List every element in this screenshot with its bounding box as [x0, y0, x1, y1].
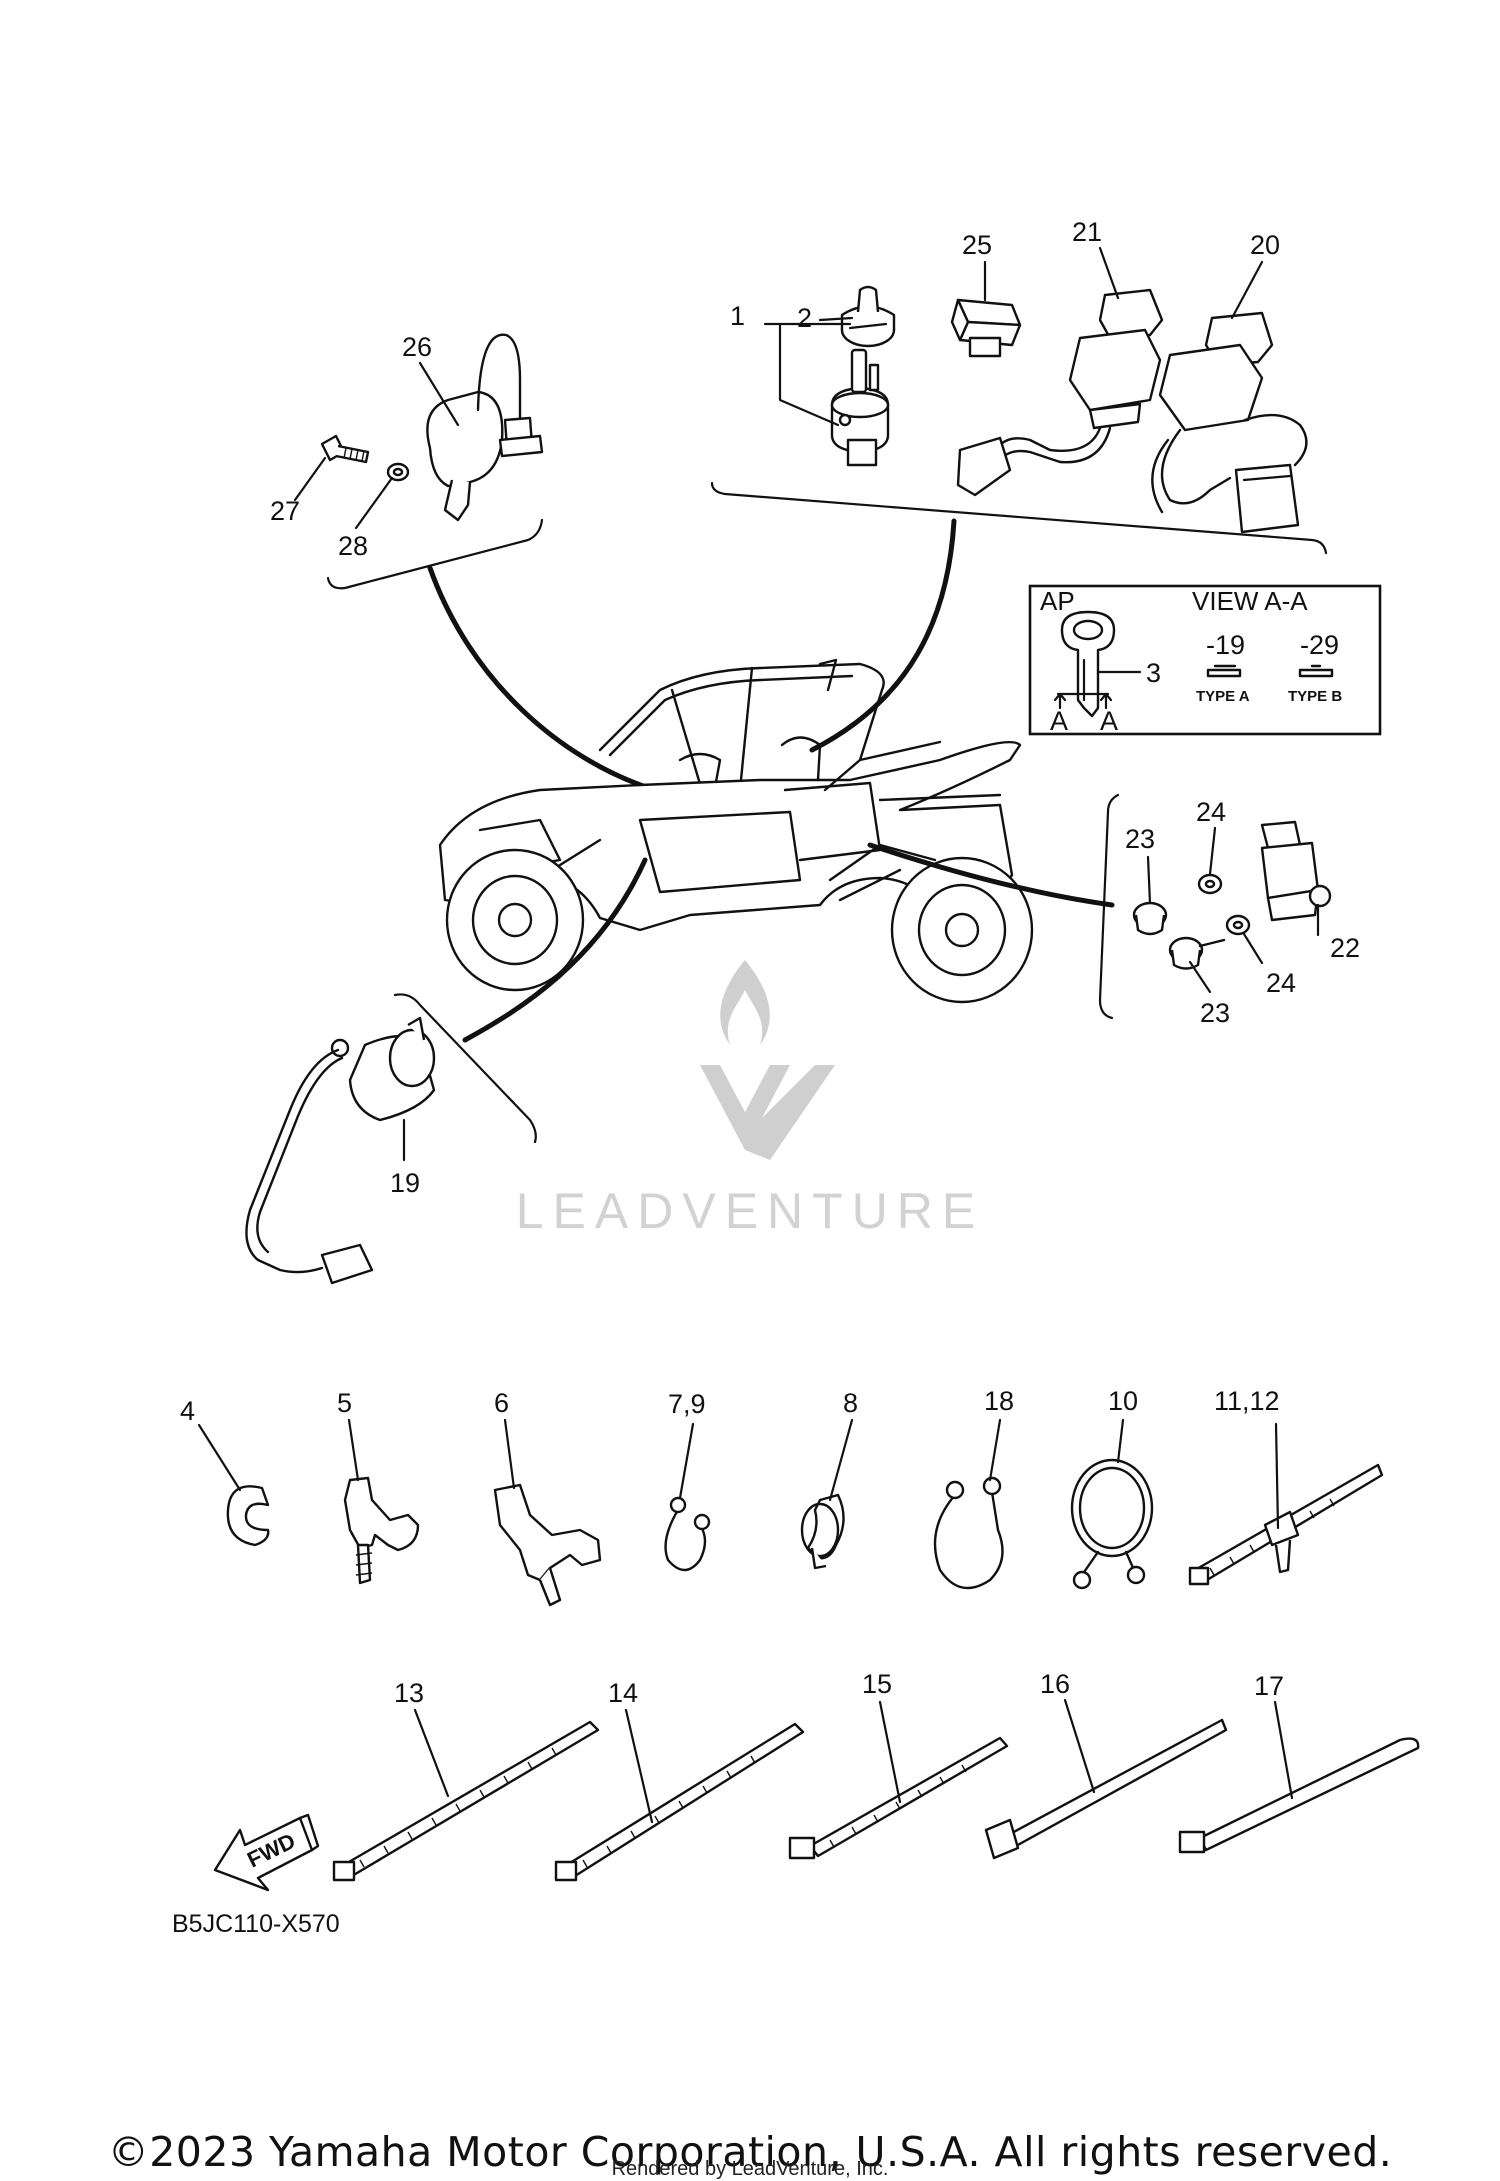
sensor-group-bracket	[1098, 793, 1120, 1020]
main-switch-part	[830, 348, 890, 467]
tie-16-part	[984, 1698, 1228, 1860]
callout-27: 27	[270, 496, 300, 526]
clip-18-part	[933, 1418, 1004, 1590]
bolt-part-23a	[1132, 901, 1168, 936]
washer-part-28	[386, 462, 410, 482]
callout-23a: 23	[1125, 824, 1155, 854]
bolt-part-27	[320, 434, 370, 464]
view-a-a-title: VIEW A-A	[1192, 586, 1308, 616]
callout-19: 19	[390, 1168, 420, 1198]
tie-15-part	[788, 1700, 1009, 1860]
callout-21: 21	[1072, 217, 1102, 247]
callout-24a: 24	[1196, 797, 1226, 827]
callout-7-9: 7,9	[668, 1389, 706, 1419]
top-leaders	[763, 246, 1264, 427]
copyright-notice: ©2023 Yamaha Motor Corporation, U.S.A. A…	[107, 2128, 1393, 2176]
clip-10-part	[1070, 1418, 1154, 1590]
type-b-label: TYPE B	[1288, 688, 1342, 705]
rendered-by-notice: Rendered by LeadVenture, Inc.	[611, 2158, 889, 2180]
tie-14-part	[554, 1708, 805, 1882]
socket-group-bracket	[393, 993, 537, 1144]
view-a-a-box	[1028, 584, 1382, 736]
tie-11-12-part	[1188, 1422, 1384, 1586]
callout-25: 25	[962, 230, 992, 260]
watermark-text: LEADVENTURE	[516, 1183, 985, 1239]
horn-leaders	[293, 361, 460, 530]
callout-15: 15	[862, 1669, 892, 1699]
callout-28: 28	[338, 531, 368, 561]
type-a-code: -19	[1206, 630, 1245, 660]
top-group-bracket	[710, 481, 1328, 753]
callout-16: 16	[1040, 1669, 1070, 1699]
callout-24b: 24	[1266, 968, 1296, 998]
callout-4: 4	[180, 1396, 195, 1426]
horn-part-26	[426, 333, 544, 522]
watermark-logo	[700, 960, 835, 1160]
tie-17-part	[1178, 1700, 1420, 1854]
sensor-leaders	[1146, 826, 1320, 994]
clip-8-part	[800, 1418, 854, 1570]
type-a-label: TYPE A	[1196, 688, 1250, 705]
callout-13: 13	[394, 1678, 424, 1708]
switch-20-part	[1151, 311, 1308, 534]
callout-17: 17	[1254, 1671, 1284, 1701]
callout-8: 8	[843, 1388, 858, 1418]
callout-10: 10	[1108, 1386, 1138, 1416]
view-ap-label: AP	[1040, 586, 1075, 616]
horn-group-bracket	[326, 518, 658, 793]
callout-2: 2	[797, 303, 812, 333]
callout-14: 14	[608, 1678, 638, 1708]
bolt-part-23b	[1168, 936, 1226, 970]
callout-6: 6	[494, 1388, 509, 1418]
socket-part-19	[245, 1016, 436, 1285]
callout-3: 3	[1146, 658, 1161, 688]
fwd-arrow-icon	[213, 1813, 320, 1892]
sensor-part-22	[1260, 820, 1332, 922]
clip-5-part	[343, 1418, 420, 1585]
front-wheel	[445, 848, 585, 992]
callout-1: 1	[730, 301, 745, 331]
callout-26: 26	[402, 332, 432, 362]
vehicle-illustration	[438, 658, 1115, 1043]
diagram-code: B5JC110-X570	[172, 1910, 340, 1938]
callout-5: 5	[337, 1388, 352, 1418]
callout-23b: 23	[1200, 998, 1230, 1028]
callout-20: 20	[1250, 230, 1280, 260]
small-switch-part	[950, 298, 1022, 358]
washer-part-24b	[1225, 914, 1251, 936]
clip-7-9-part	[664, 1422, 711, 1572]
section-mark-right: A	[1100, 706, 1118, 736]
callout-22: 22	[1330, 933, 1360, 963]
washer-part-24a	[1197, 873, 1223, 895]
callout-18: 18	[984, 1386, 1014, 1416]
section-mark-left: A	[1050, 706, 1068, 736]
tie-13-part	[332, 1708, 600, 1882]
clip-6-part	[493, 1418, 602, 1607]
clip-4-part	[197, 1423, 270, 1547]
knob-part	[840, 285, 896, 348]
rear-wheel	[890, 856, 1034, 1004]
switch-21-part	[956, 288, 1164, 497]
callout-11-12: 11,12	[1214, 1386, 1280, 1416]
type-b-code: -29	[1300, 630, 1339, 660]
